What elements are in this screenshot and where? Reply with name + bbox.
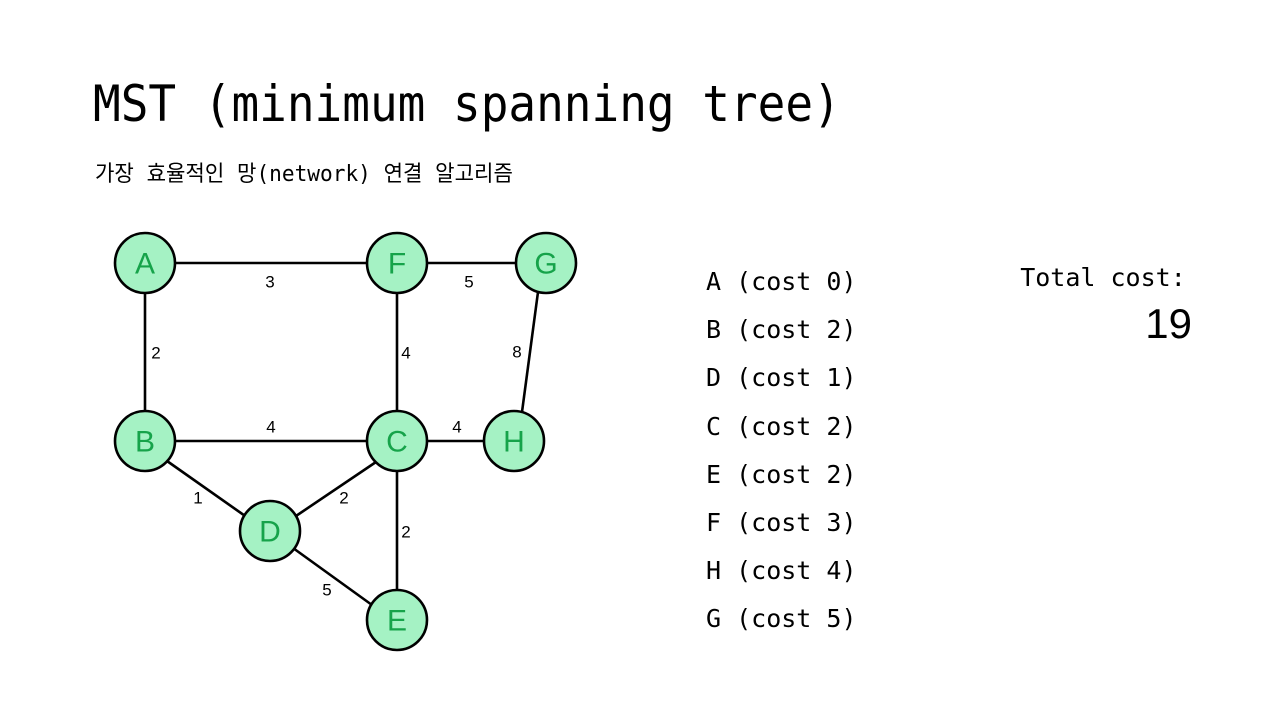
graph-edges-layer (143, 261, 540, 607)
node-circle-g[interactable] (514, 231, 578, 295)
node-label-c: C (386, 426, 408, 459)
graph-node-d[interactable]: D (238, 499, 302, 563)
cost-list-item: C (cost 2) (706, 411, 857, 441)
edge-weight-g-h: 8 (512, 343, 521, 362)
node-cost-list: A (cost 0) B (cost 2) D (cost 1) C (cost 2)… (706, 258, 857, 644)
graph-nodes-layer: A F G B C H D E (113, 231, 578, 652)
cost-list-item: D (cost 1) (706, 363, 857, 393)
node-circle-b[interactable] (113, 409, 177, 473)
node-circle-f[interactable] (365, 231, 429, 295)
edge-weight-d-e: 5 (322, 581, 331, 600)
node-label-e: E (387, 605, 407, 638)
edge-weight-c-h: 4 (452, 418, 461, 437)
node-label-h: H (503, 426, 525, 459)
graph-edge-g-h (520, 290, 540, 414)
graph-node-b[interactable]: B (113, 409, 177, 473)
cost-list-item: G (cost 5) (706, 604, 857, 634)
node-label-a: A (135, 248, 155, 281)
cost-list-item: A (cost 0) (706, 267, 857, 296)
graph-node-g[interactable]: G (514, 231, 578, 295)
graph-node-h[interactable]: H (482, 409, 546, 473)
node-label-b: B (135, 426, 155, 459)
edge-weight-c-e: 2 (401, 523, 410, 542)
graph-edge-b-d (165, 459, 250, 520)
cost-list-item: E (cost 2) (706, 459, 857, 489)
node-label-d: D (259, 516, 281, 549)
edge-weight-a-b: 2 (151, 344, 160, 363)
node-circle-d[interactable] (238, 499, 302, 563)
graph-node-f[interactable]: F (365, 231, 429, 295)
graph-edge-weights-layer: 3 5 2 4 8 4 4 1 2 2 5 (151, 273, 521, 600)
cost-list-item: H (cost 4) (706, 556, 857, 586)
page-subtitle: 가장 효율적인 망(network) 연결 알고리즘 (95, 162, 513, 187)
total-cost-label: Total cost: (1020, 263, 1186, 292)
graph-edge-c-d (291, 460, 378, 520)
node-circle-a[interactable] (113, 231, 177, 295)
graph-diagram: A F G B C H D E 3 5 2 4 8 4 4 1 2 2 5 (113, 231, 578, 652)
edge-weight-b-c: 4 (266, 418, 275, 437)
node-label-g: G (534, 248, 557, 281)
total-cost-block: Total cost: 19 (1008, 262, 1198, 348)
graph-node-c[interactable]: C (365, 409, 429, 473)
graph-node-a[interactable]: A (113, 231, 177, 295)
cost-list-item: F (cost 3) (706, 508, 857, 538)
cost-list-item: B (cost 2) (706, 315, 857, 345)
node-circle-h[interactable] (482, 409, 546, 473)
total-cost-value: 19 (1145, 300, 1192, 347)
node-circle-e[interactable] (365, 588, 429, 652)
graph-edge-d-e (291, 546, 374, 607)
node-label-f: F (388, 248, 406, 281)
edge-weight-a-f: 3 (265, 273, 274, 292)
graph-node-e[interactable]: E (365, 588, 429, 652)
page-title: MST (minimum spanning tree) (93, 75, 841, 133)
edge-weight-f-g: 5 (464, 273, 473, 292)
edge-weight-f-c: 4 (401, 344, 410, 363)
edge-weight-b-d: 1 (193, 489, 202, 508)
node-circle-c[interactable] (365, 409, 429, 473)
edge-weight-c-d: 2 (339, 489, 348, 508)
